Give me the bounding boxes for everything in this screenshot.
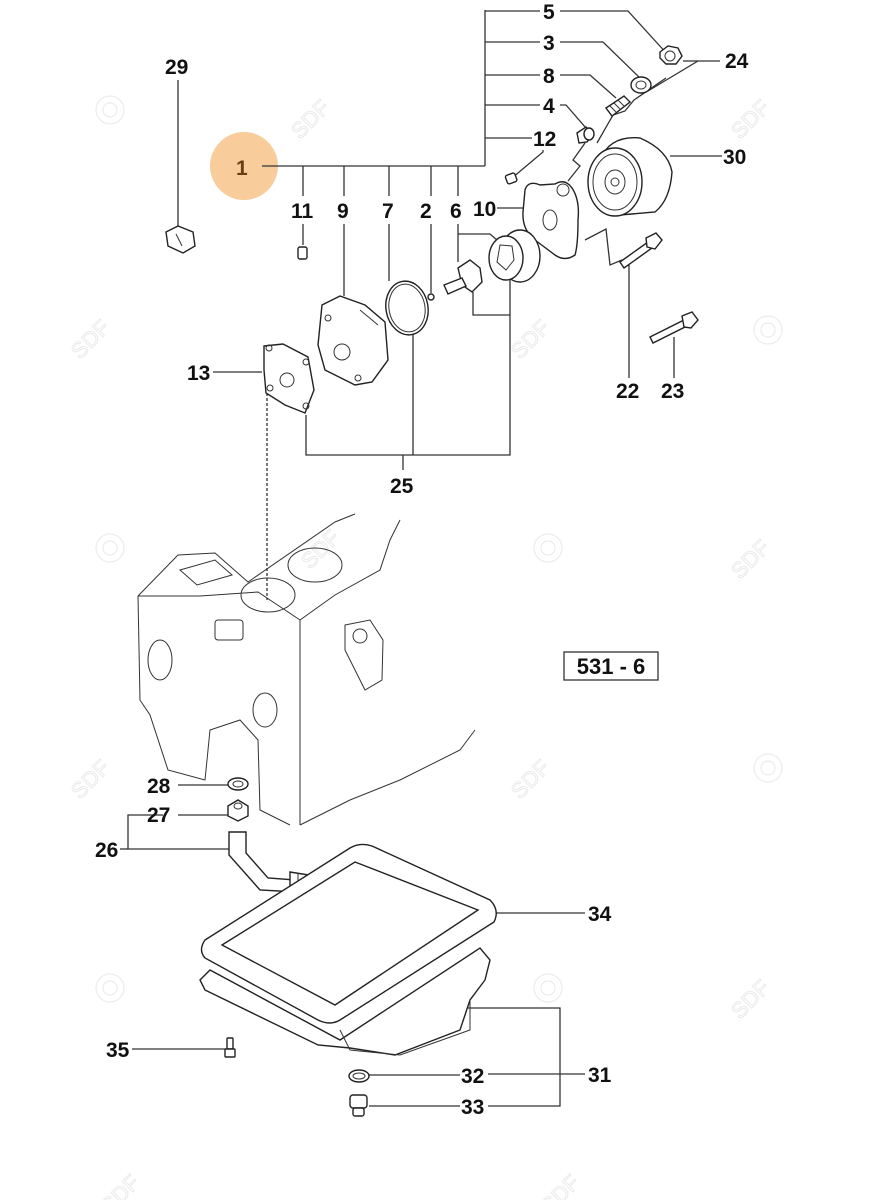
- label-26[interactable]: 26: [95, 839, 118, 862]
- part-27-nut[interactable]: [227, 799, 249, 822]
- sdf-watermark-icon: [753, 315, 783, 345]
- sdf-watermark: SDF: [506, 315, 555, 364]
- part-11-pin[interactable]: [297, 246, 308, 260]
- part-1-highlight[interactable]: [210, 132, 278, 200]
- sdf-watermark-icon: [533, 973, 563, 1003]
- sdf-watermark-icon: [95, 95, 125, 125]
- label-25[interactable]: 25: [390, 475, 414, 498]
- part-32-gasket[interactable]: [348, 1069, 370, 1083]
- sdf-watermark: SDF: [536, 1170, 585, 1200]
- part-35-bolt[interactable]: [224, 1037, 236, 1058]
- label-32[interactable]: 32: [461, 1065, 484, 1088]
- sdf-watermark: SDF: [726, 95, 775, 144]
- label-31[interactable]: 31: [588, 1064, 612, 1087]
- label-28[interactable]: 28: [147, 775, 171, 798]
- sdf-watermark: SDF: [66, 755, 115, 804]
- part-33-drain-plug[interactable]: [349, 1094, 368, 1117]
- sdf-watermark: SDF: [286, 95, 335, 144]
- part-6-outer-rotor[interactable]: [488, 229, 541, 283]
- part-34-oil-pan-gasket[interactable]: [200, 843, 497, 1024]
- label-35[interactable]: 35: [106, 1039, 130, 1062]
- label-4[interactable]: 4: [543, 95, 555, 118]
- sdf-watermark: SDF: [726, 975, 775, 1024]
- label-6[interactable]: 6: [450, 200, 462, 223]
- label-7[interactable]: 7: [382, 200, 394, 223]
- part-30-oil-filter[interactable]: [587, 136, 673, 217]
- label-2[interactable]: 2: [420, 200, 432, 223]
- sdf-watermark-icon: [95, 533, 125, 563]
- part-4-plug[interactable]: [576, 126, 595, 144]
- label-9[interactable]: 9: [337, 200, 349, 223]
- label-34[interactable]: 34: [588, 903, 612, 926]
- part-3-washer[interactable]: [630, 76, 652, 94]
- part-9-pump-body[interactable]: [317, 295, 389, 386]
- part-8-spring[interactable]: [604, 95, 632, 117]
- diagram-code-box: 531 - 6: [563, 651, 659, 681]
- part-22-bolt[interactable]: [619, 232, 663, 269]
- label-33[interactable]: 33: [461, 1096, 484, 1119]
- sdf-watermark: SDF: [66, 315, 115, 364]
- part-23-bolt[interactable]: [649, 311, 699, 344]
- label-27[interactable]: 27: [147, 804, 170, 827]
- label-3[interactable]: 3: [543, 32, 555, 55]
- part-labels: 1 2 3 4 5 6 7 8 9 10 11 12 13 22 23 24 2…: [95, 1, 749, 1119]
- label-8[interactable]: 8: [543, 65, 555, 88]
- diagram-code: 531 - 6: [577, 654, 646, 679]
- part-28-washer[interactable]: [227, 777, 249, 791]
- part-5-nut[interactable]: [659, 45, 683, 65]
- sdf-watermark-icon: [95, 973, 125, 1003]
- part-13-gasket[interactable]: [263, 343, 315, 414]
- label-23[interactable]: 23: [661, 380, 684, 403]
- sdf-watermark-icon: [753, 753, 783, 783]
- part-2-ball[interactable]: [427, 293, 435, 301]
- sdf-watermark: SDF: [96, 1170, 145, 1200]
- sdf-watermark: SDF: [506, 755, 555, 804]
- part-31-oil-pan[interactable]: [199, 947, 491, 1056]
- part-12-plug[interactable]: [504, 172, 518, 185]
- label-11[interactable]: 11: [291, 200, 314, 223]
- label-10[interactable]: 10: [473, 198, 496, 221]
- leader-lines: [120, 10, 722, 1107]
- engine-block: [137, 513, 476, 826]
- label-13[interactable]: 13: [187, 362, 210, 385]
- label-24[interactable]: 24: [725, 50, 749, 73]
- label-5[interactable]: 5: [543, 1, 555, 24]
- label-30[interactable]: 30: [723, 146, 746, 169]
- part-6-inner-rotor-shaft[interactable]: [443, 259, 483, 295]
- sdf-watermark-icon: [533, 533, 563, 563]
- part-29-oil-pressure-switch[interactable]: [165, 225, 196, 254]
- part-7-o-ring[interactable]: [382, 278, 433, 338]
- label-29[interactable]: 29: [165, 56, 188, 79]
- sdf-watermark: SDF: [726, 535, 775, 584]
- label-1[interactable]: 1: [236, 157, 248, 180]
- label-22[interactable]: 22: [616, 380, 639, 403]
- label-12[interactable]: 12: [533, 128, 556, 151]
